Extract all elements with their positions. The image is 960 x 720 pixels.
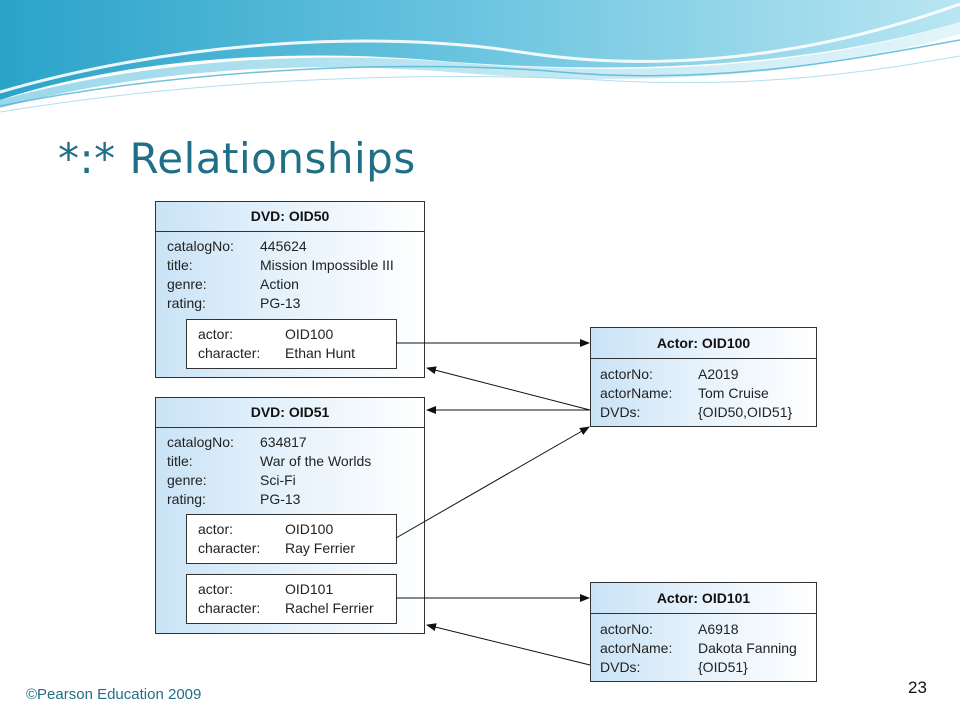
- field-value: Mission Impossible III: [260, 257, 394, 273]
- actor-oid101-header: Actor: OID101: [591, 583, 816, 614]
- dvd-oid50-object: DVD: OID50 catalogNo: 445624 title: Miss…: [155, 201, 425, 378]
- field-key: actorNo:: [600, 621, 653, 637]
- field-value: A6918: [698, 621, 739, 637]
- role-value: Rachel Ferrier: [285, 600, 374, 616]
- page-number: 23: [908, 678, 927, 697]
- role-key: actor:: [198, 326, 234, 342]
- dvd-oid51-header: DVD: OID51: [156, 398, 424, 428]
- field-key: actorName:: [600, 640, 673, 656]
- role-value: Ethan Hunt: [285, 345, 356, 361]
- role-value: OID100: [285, 326, 334, 342]
- dvd-oid51-role-rachel-ferrier: actor: OID101 character: Rachel Ferrier: [186, 574, 397, 624]
- field-value: War of the Worlds: [260, 453, 372, 469]
- field-value: 445624: [260, 238, 307, 254]
- role-value: OID100: [285, 521, 334, 537]
- field-value: 634817: [260, 434, 307, 450]
- role-key: character:: [198, 600, 261, 616]
- dvd-oid51-object: DVD: OID51 catalogNo: 634817 title: War …: [155, 397, 425, 634]
- field-key: title:: [167, 257, 193, 273]
- field-key: DVDs:: [600, 404, 641, 420]
- field-key: genre:: [167, 276, 207, 292]
- role-key: actor:: [198, 581, 234, 597]
- field-value: Dakota Fanning: [698, 640, 797, 656]
- actor-oid100-object: Actor: OID100 actorNo: A2019 actorName: …: [590, 327, 817, 427]
- field-key: actorName:: [600, 385, 673, 401]
- field-key: catalogNo:: [167, 434, 234, 450]
- dvd-oid51-role-ray-ferrier: actor: OID100 character: Ray Ferrier: [186, 514, 397, 564]
- copyright-footer: ©Pearson Education 2009: [26, 686, 202, 703]
- field-key: rating:: [167, 491, 206, 507]
- field-key: catalogNo:: [167, 238, 234, 254]
- role-value: Ray Ferrier: [285, 540, 356, 556]
- field-key: rating:: [167, 295, 206, 311]
- field-value: PG-13: [260, 491, 301, 507]
- field-value: Action: [260, 276, 299, 292]
- field-value: A2019: [698, 366, 739, 382]
- dvd-oid50-role-ethan-hunt: actor: OID100 character: Ethan Hunt: [186, 319, 397, 369]
- role-key: character:: [198, 345, 261, 361]
- slide-title: *:* Relationships: [58, 134, 416, 183]
- role-value: OID101: [285, 581, 334, 597]
- field-value: Tom Cruise: [698, 385, 769, 401]
- header-wave-decoration: [0, 0, 960, 113]
- field-value: {OID50,OID51}: [698, 404, 793, 420]
- field-key: DVDs:: [600, 659, 641, 675]
- role-key: actor:: [198, 521, 234, 537]
- actor-oid100-header: Actor: OID100: [591, 328, 816, 359]
- field-key: actorNo:: [600, 366, 653, 382]
- role-key: character:: [198, 540, 261, 556]
- field-value: PG-13: [260, 295, 301, 311]
- field-key: genre:: [167, 472, 207, 488]
- dvd-oid50-header: DVD: OID50: [156, 202, 424, 232]
- field-value: {OID51}: [698, 659, 748, 675]
- field-value: Sci-Fi: [260, 472, 296, 488]
- field-key: title:: [167, 453, 193, 469]
- actor-oid101-object: Actor: OID101 actorNo: A6918 actorName: …: [590, 582, 817, 682]
